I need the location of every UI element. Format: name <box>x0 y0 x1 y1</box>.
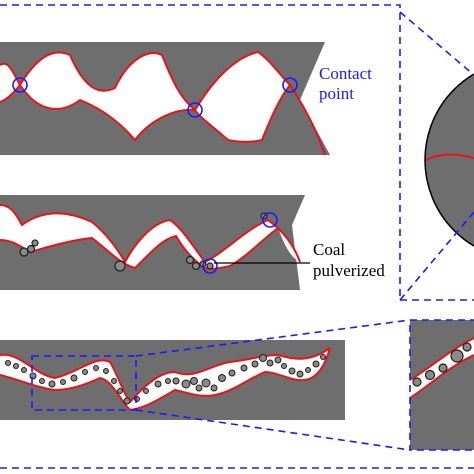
coal-particle <box>13 363 19 369</box>
coal-particle <box>312 360 320 368</box>
magnified-box-coal-particles <box>412 342 472 387</box>
coal-particle <box>185 255 195 265</box>
panel-1-lower-fracture-edge <box>0 83 326 156</box>
coal-particle <box>462 342 472 352</box>
coal-particle <box>305 367 311 373</box>
coal-particle <box>218 374 226 382</box>
coal-particle <box>165 378 171 384</box>
panel-3-upper-fracture-edge <box>0 347 331 404</box>
coal-particle <box>288 367 296 375</box>
coal-particle <box>438 363 448 373</box>
coal-particle <box>93 365 99 371</box>
coal-particle <box>70 374 78 382</box>
coal-particle <box>60 379 66 385</box>
coal-particle <box>412 377 422 387</box>
coal-particle <box>201 378 211 388</box>
contact-point-marker-3 <box>282 77 298 93</box>
contact-point-label-line2: point <box>319 84 354 103</box>
coal-particle <box>210 384 218 392</box>
coal-particle <box>117 388 123 394</box>
coal-particle <box>424 369 436 381</box>
coal-particle <box>259 354 267 362</box>
circle-connector-bottom <box>399 211 474 301</box>
magnified-contact-circle <box>424 73 474 247</box>
coal-particle <box>450 349 464 363</box>
magnified-box-upper-edge <box>409 337 474 381</box>
panel-2-coal-pulverized <box>0 195 310 290</box>
coal-particle <box>206 262 214 270</box>
coal-particle <box>82 369 88 375</box>
contact-point-marker-2 <box>187 102 203 118</box>
coal-particle <box>228 369 236 377</box>
panel-2-upper-fracture-edge <box>0 204 301 265</box>
pulverized-contact-marker-1 <box>202 258 218 274</box>
panel-1-fracture-aperture <box>0 52 290 142</box>
coal-particle <box>111 378 117 384</box>
panel-3-lower-fracture-edge <box>0 347 331 412</box>
panel-3-coal-particles <box>5 354 326 405</box>
coal-particle <box>266 359 274 367</box>
coal-particle <box>191 261 201 271</box>
coal-particle <box>29 372 37 380</box>
panel-1-2-frame <box>0 4 401 300</box>
coal-particle <box>103 368 109 374</box>
contact-point-label-line1: Contact <box>319 64 372 83</box>
panel-2-coal-particles <box>19 212 268 272</box>
coal-particle <box>190 377 198 385</box>
coal-particle <box>21 367 27 373</box>
coal-particle <box>296 370 304 378</box>
coal-particle <box>123 397 131 405</box>
coal-particle <box>195 384 203 392</box>
coal-particle <box>172 377 180 385</box>
coal-particle <box>320 354 326 360</box>
coal-particle <box>26 244 36 254</box>
magnified-box-lower-edge <box>409 354 474 399</box>
coal-particle <box>5 360 11 366</box>
panel-3-fracture-aperture <box>0 348 330 410</box>
coal-pulverized-label-line2: pulverized <box>313 261 385 280</box>
magnified-contact-edge <box>425 153 474 161</box>
coal-particle <box>39 378 45 384</box>
panel-1-contact-points <box>0 42 330 156</box>
coal-particle <box>31 239 39 247</box>
pulverized-contact-marker-2 <box>262 212 278 228</box>
coal-label-line1: Coal <box>313 240 346 259</box>
contact-point-marker-1 <box>12 77 28 93</box>
circle-connector-top <box>399 11 474 76</box>
panel-1-upper-fracture-edge <box>0 50 291 112</box>
coal-particle <box>281 363 287 369</box>
zoom-connector-top <box>135 319 411 357</box>
panel-2-fracture-aperture <box>0 205 300 269</box>
panel-3-filled-fracture <box>0 340 345 420</box>
coal-particle <box>181 379 191 389</box>
coal-particle <box>48 380 56 388</box>
coal-particle <box>251 360 259 368</box>
coal-particle <box>114 260 126 272</box>
magnified-box-frame <box>409 319 474 451</box>
coal-particle <box>154 380 162 388</box>
zoom-connector-bottom <box>135 409 411 451</box>
coal-particle <box>19 247 29 257</box>
coal-particle <box>240 364 248 372</box>
coal-particle <box>143 388 149 394</box>
coal-particle <box>274 356 282 364</box>
magnified-views <box>0 4 474 469</box>
zoom-selection-box <box>31 355 137 411</box>
